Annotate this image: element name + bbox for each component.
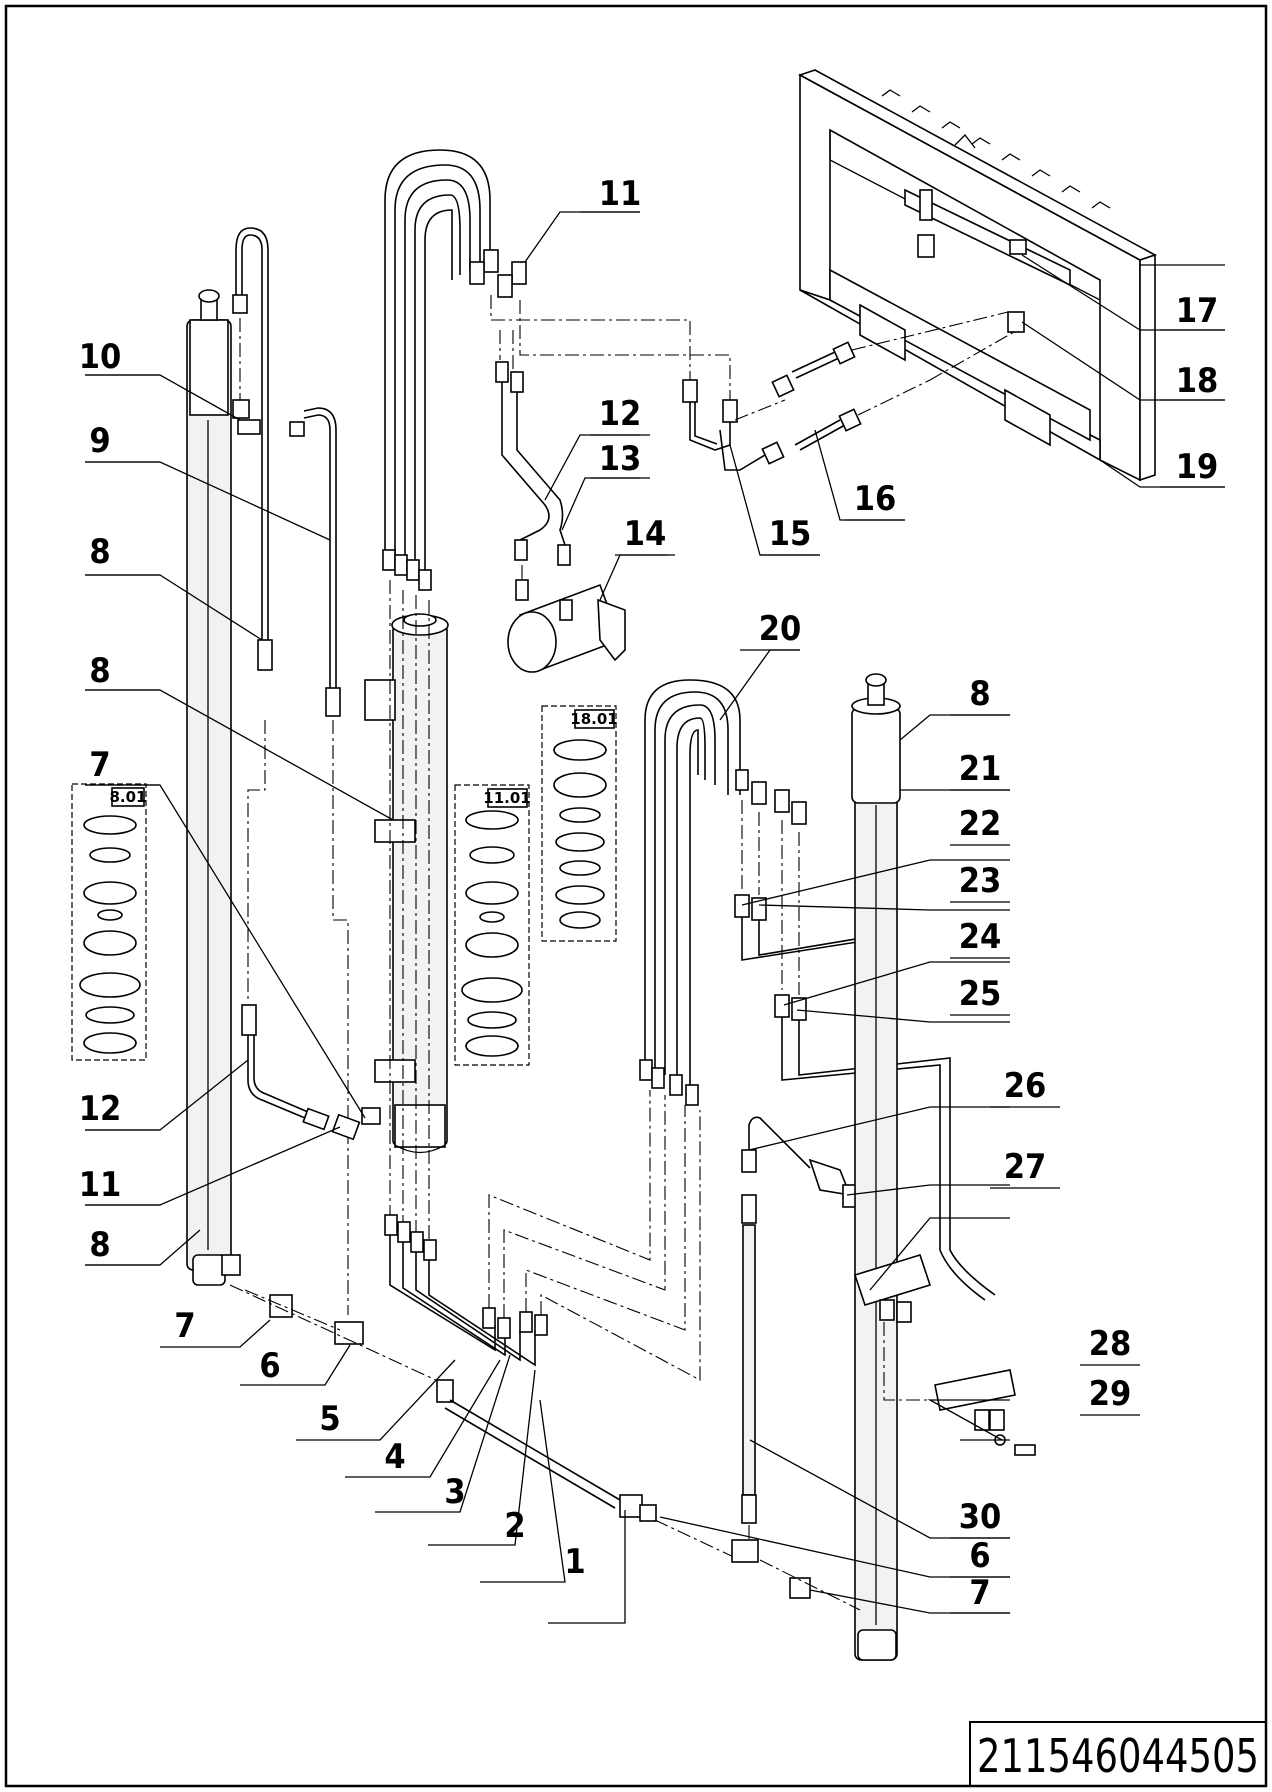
callout-2: 2 bbox=[504, 1506, 525, 1546]
callout-15: 11 bbox=[599, 174, 642, 214]
callout-34: 30 bbox=[959, 1497, 1002, 1537]
hose-12 bbox=[232, 227, 273, 671]
callout-22: 18 bbox=[1176, 361, 1219, 401]
callout-3: 3 bbox=[444, 1472, 465, 1512]
routing-line-mid-1 bbox=[488, 1090, 651, 1308]
hose-34 bbox=[741, 1194, 757, 1545]
document-number: 211546044505 bbox=[977, 1729, 1259, 1783]
drawing-frame bbox=[4, 4, 1268, 1788]
left-lift-cylinder bbox=[186, 289, 232, 1286]
callout-10: 12 bbox=[79, 1089, 122, 1129]
callout-9: 11 bbox=[79, 1165, 122, 1205]
callout-18: 14 bbox=[624, 514, 667, 554]
routing-line-mid-4 bbox=[540, 1110, 701, 1381]
routing-line-left-2 bbox=[332, 720, 349, 1315]
routing-line-mid-2 bbox=[503, 1095, 666, 1318]
callout-19: 15 bbox=[769, 514, 812, 554]
callout-16: 12 bbox=[599, 394, 642, 434]
callout-12: 8 bbox=[89, 532, 110, 572]
callout-7-right: 7 bbox=[969, 1573, 990, 1613]
callout-8-left: 8 bbox=[89, 1225, 110, 1265]
callout-1: 1 bbox=[564, 1542, 585, 1582]
routing-line-top-1 bbox=[490, 295, 691, 380]
callout-4: 4 bbox=[384, 1437, 405, 1477]
callout-24: 20 bbox=[759, 609, 802, 649]
fitting-14 bbox=[232, 399, 305, 437]
callout-8-right: 8 bbox=[969, 674, 990, 714]
pipe-10 bbox=[241, 1004, 330, 1131]
pipes-19-20 bbox=[682, 311, 1015, 471]
callout-31: 27 bbox=[1004, 1147, 1047, 1187]
callout-30: 26 bbox=[1004, 1066, 1047, 1106]
hose-13 bbox=[303, 407, 341, 717]
block-31 bbox=[853, 1254, 932, 1323]
callout-underlines bbox=[85, 211, 1225, 1614]
callout-labels: 10 9 8 8 7 12 11 8 7 6 5 4 3 2 1 11 12 1… bbox=[79, 174, 1219, 1613]
callout-33: 29 bbox=[1089, 1374, 1132, 1414]
center-free-lift-cylinder bbox=[364, 613, 449, 1154]
seal-kit-18-label: 18.01 bbox=[570, 710, 617, 728]
routing-line-left-1 bbox=[247, 720, 266, 1000]
routing-line-mid-3 bbox=[525, 1105, 686, 1331]
callout-32: 28 bbox=[1089, 1324, 1132, 1364]
seal-kit-8-box bbox=[71, 783, 147, 1061]
callout-28: 24 bbox=[959, 917, 1002, 957]
hose-1-and-fittings bbox=[221, 1254, 861, 1611]
motor-18 bbox=[507, 565, 626, 673]
callout-6-left: 6 bbox=[259, 1346, 280, 1386]
callout-21: 17 bbox=[1176, 291, 1219, 331]
callout-7-left-bottom: 7 bbox=[174, 1306, 195, 1346]
hose-bundle-15 bbox=[382, 149, 527, 591]
callout-5: 5 bbox=[319, 1399, 340, 1439]
elbow-9 bbox=[331, 1107, 381, 1141]
callout-27: 23 bbox=[959, 861, 1002, 901]
carriage-frame-23 bbox=[798, 69, 1157, 482]
seal-kit-18-box bbox=[541, 705, 617, 942]
callout-26: 22 bbox=[959, 804, 1002, 844]
pipes-2-5 bbox=[384, 1214, 548, 1367]
seal-kit-11-label: 11.01 bbox=[483, 789, 530, 807]
callout-13: 9 bbox=[89, 421, 110, 461]
callout-20: 16 bbox=[854, 479, 897, 519]
manifold-32-33 bbox=[883, 1322, 1036, 1456]
callout-14: 10 bbox=[79, 337, 122, 377]
callout-25: 21 bbox=[959, 749, 1002, 789]
pipes-16-17 bbox=[495, 361, 571, 566]
document-number-box: 211546044505 bbox=[969, 1721, 1267, 1787]
seal-kit-8-label: 8.01 bbox=[109, 788, 146, 806]
callout-23: 19 bbox=[1176, 447, 1219, 487]
callout-6-right: 6 bbox=[969, 1536, 990, 1576]
callout-7-left-top: 7 bbox=[89, 745, 110, 785]
hose-bundle-24 bbox=[639, 679, 807, 1106]
right-lift-cylinder bbox=[851, 673, 901, 1661]
routing-line-top-2 bbox=[519, 300, 731, 400]
seal-kit-11-box bbox=[454, 784, 530, 1066]
callout-29: 25 bbox=[959, 974, 1002, 1014]
callout-17: 13 bbox=[599, 439, 642, 479]
pipe-29-bracket-30 bbox=[741, 1116, 858, 1208]
callout-11: 8 bbox=[89, 651, 110, 691]
